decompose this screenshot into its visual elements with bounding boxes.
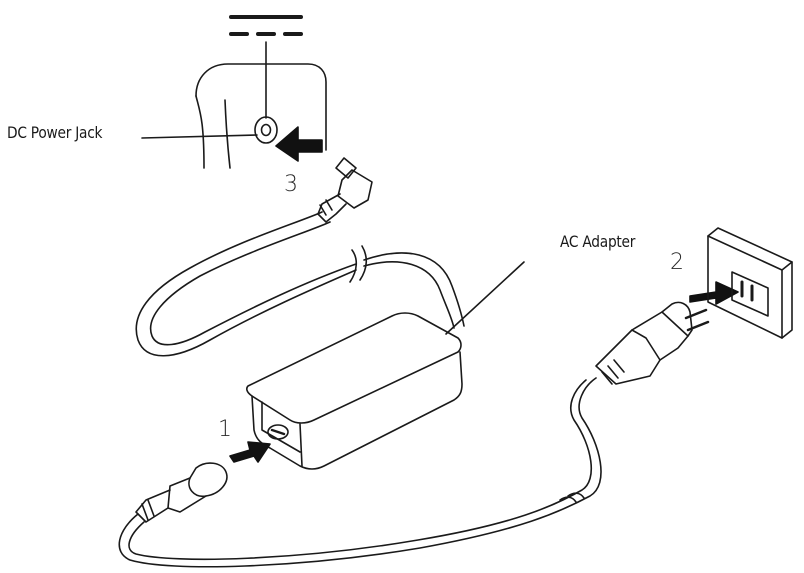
ac-adapter-brick [246, 312, 463, 470]
ac-adapter-label: AC Adapter [560, 232, 636, 251]
notebook-side-panel [195, 63, 327, 169]
dc-plug-icon [317, 157, 373, 223]
wall-outlet-icon [707, 227, 793, 339]
step-2-number: 2 [670, 250, 684, 275]
step-3-number: 3 [284, 172, 298, 197]
arrow-step-3-icon [275, 126, 323, 162]
arrow-step-1-icon [229, 441, 271, 463]
dc-cable [135, 211, 465, 357]
dc-power-jack-icon [254, 116, 278, 144]
step-1-number: 1 [218, 417, 232, 442]
ac-adapter-leader-line [445, 261, 525, 335]
ac-wall-plug-icon [595, 301, 710, 385]
dc-power-jack-label: DC Power Jack [7, 123, 103, 142]
ac-cord [118, 377, 602, 568]
arrow-step-2-icon [689, 281, 739, 305]
dc-jack-leader-line [141, 134, 258, 139]
ac-inlet-plug-icon [135, 462, 228, 523]
dc-symbol-icon [229, 15, 303, 119]
